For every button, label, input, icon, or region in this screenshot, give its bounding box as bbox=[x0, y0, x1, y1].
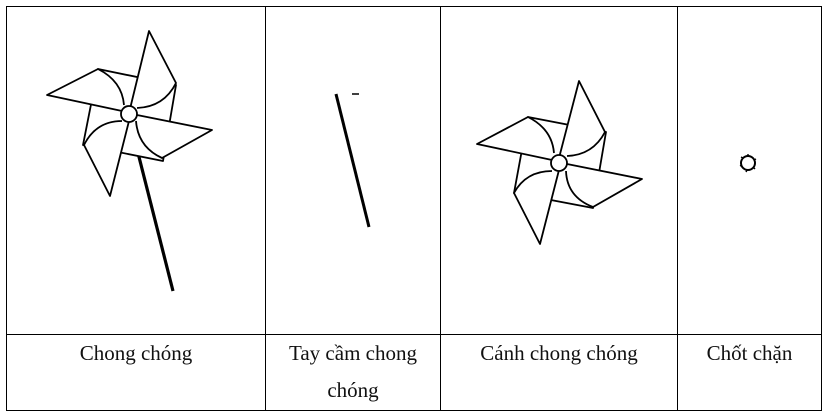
label-stopper: Chốt chặn bbox=[677, 334, 822, 411]
image-row bbox=[6, 6, 822, 335]
pinwheel-icon bbox=[46, 30, 213, 292]
label-row: Chong chóng Tay cầm chong chóng Cánh cho… bbox=[6, 334, 822, 411]
label-text: Tay cầm chong chóng bbox=[289, 341, 417, 402]
cell-handle-image bbox=[265, 6, 441, 335]
cell-stopper-image bbox=[677, 6, 822, 335]
label-handle: Tay cầm chong chóng bbox=[265, 334, 441, 411]
pinwheel-handle-icon bbox=[334, 93, 371, 228]
stopper-pin-icon bbox=[739, 154, 757, 173]
pinwheel-blades-icon bbox=[476, 80, 643, 245]
label-blades: Cánh chong chóng bbox=[440, 334, 678, 411]
label-text: Chong chóng bbox=[79, 341, 193, 365]
cell-pinwheel-image bbox=[6, 6, 266, 335]
label-text: Chốt chặn bbox=[706, 341, 793, 365]
label-pinwheel: Chong chóng bbox=[6, 334, 266, 411]
label-text: Cánh chong chóng bbox=[480, 341, 638, 365]
pinwheel-parts-table: Chong chóng Tay cầm chong chóng Cánh cho… bbox=[6, 6, 822, 411]
cell-blades-image bbox=[440, 6, 678, 335]
